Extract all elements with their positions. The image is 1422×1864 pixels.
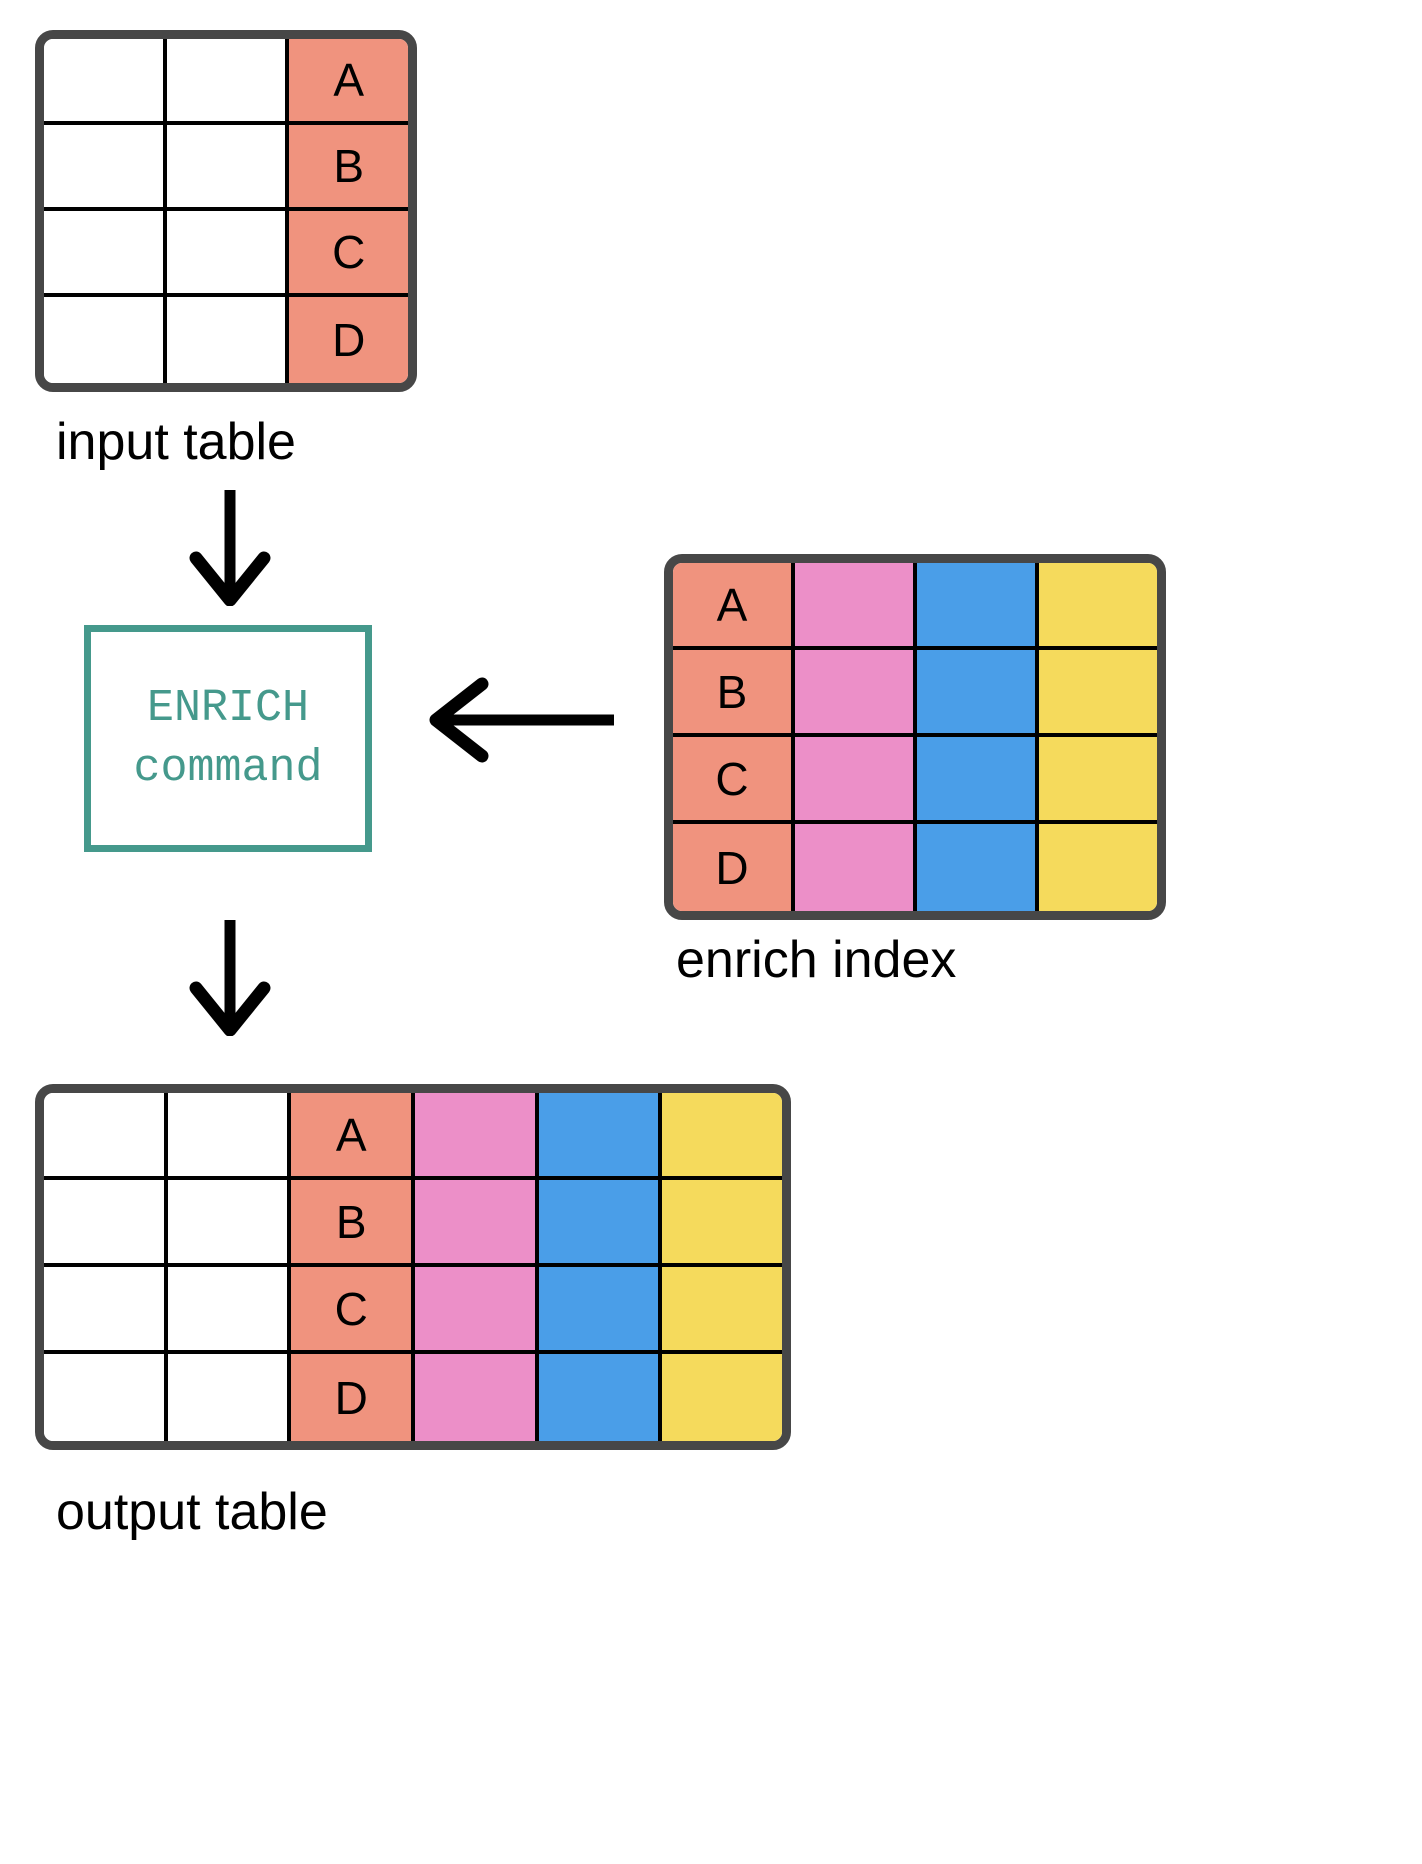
table-cell [167, 1354, 292, 1441]
enrich-command-box[interactable]: ENRICH command [84, 625, 372, 852]
table-cell [415, 1354, 539, 1441]
table-cell [538, 1093, 663, 1180]
enrich-command-line-1: ENRICH [146, 683, 310, 735]
table-cell [415, 1093, 539, 1180]
table-cell [167, 1180, 292, 1267]
table-row: A [44, 1093, 782, 1180]
table-row: C [44, 211, 408, 297]
table-cell [538, 1180, 663, 1267]
table-cell-key: C [673, 737, 795, 824]
table-row: C [44, 1267, 782, 1354]
table-cell-key: A [291, 1093, 416, 1180]
table-row: D [673, 824, 1157, 911]
table-cell-key: D [673, 824, 795, 911]
arrow-left-index-to-command-icon [420, 668, 616, 772]
table-row: B [44, 1180, 782, 1267]
table-cell [795, 824, 917, 911]
table-cell [415, 1267, 539, 1354]
table-cell [917, 824, 1039, 911]
table-cell-key: B [291, 1180, 416, 1267]
table-cell [795, 563, 917, 650]
table-cell [1039, 824, 1157, 911]
table-cell [166, 39, 290, 125]
table-cell [167, 1267, 292, 1354]
table-row: A [44, 39, 408, 125]
table-cell [44, 211, 167, 297]
table-row: D [44, 1354, 782, 1441]
table-cell-key: D [289, 297, 408, 383]
table-cell [44, 297, 167, 383]
arrow-down-command-to-output-icon [170, 918, 290, 1037]
table-cell [795, 737, 917, 824]
table-cell [44, 1354, 168, 1441]
table-row: B [673, 650, 1157, 737]
table-cell [166, 125, 290, 211]
table-cell-key: A [673, 563, 795, 650]
table-cell [917, 737, 1039, 824]
table-cell [662, 1267, 782, 1354]
table-cell-key: C [291, 1267, 416, 1354]
table-cell [662, 1093, 782, 1180]
arrow-down-input-to-command-icon [170, 488, 290, 607]
table-cell [44, 39, 167, 125]
table-cell [538, 1267, 663, 1354]
output-table: A B C D [35, 1084, 791, 1450]
table-cell [662, 1354, 782, 1441]
table-cell-key: B [289, 125, 408, 211]
table-row: D [44, 297, 408, 383]
table-cell [795, 650, 917, 737]
table-cell [917, 650, 1039, 737]
table-row: C [673, 737, 1157, 824]
table-cell [662, 1180, 782, 1267]
table-cell [44, 1180, 168, 1267]
input-table-caption: input table [56, 413, 296, 471]
table-cell [1039, 737, 1157, 824]
table-cell-key: A [289, 39, 408, 125]
enrich-command-line-2: command [133, 742, 323, 794]
table-cell [415, 1180, 539, 1267]
table-cell-key: D [291, 1354, 416, 1441]
table-cell [167, 1093, 292, 1180]
table-cell [166, 297, 290, 383]
table-cell [917, 563, 1039, 650]
table-cell [44, 125, 167, 211]
enrich-index-table: A B C D [664, 554, 1166, 920]
table-cell-key: B [673, 650, 795, 737]
table-cell [166, 211, 290, 297]
table-cell [538, 1354, 663, 1441]
table-row: B [44, 125, 408, 211]
output-table-caption: output table [56, 1483, 328, 1541]
table-cell-key: C [289, 211, 408, 297]
table-cell [1039, 563, 1157, 650]
table-row: A [673, 563, 1157, 650]
input-table: A B C D [35, 30, 417, 392]
table-cell [1039, 650, 1157, 737]
table-cell [44, 1267, 168, 1354]
table-cell [44, 1093, 168, 1180]
enrich-index-caption: enrich index [676, 931, 957, 989]
